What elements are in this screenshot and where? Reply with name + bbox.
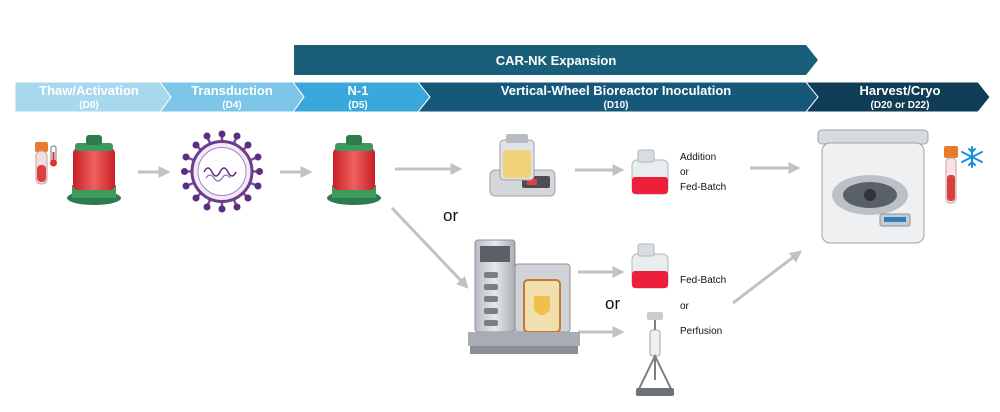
phase-title: Transduction [191,83,273,98]
expansion-label: CAR-NK Expansion [496,53,617,68]
arrow-perfusion-to-centrifuge [732,250,802,305]
stirrer-icon [489,134,556,197]
phase-thaw-activation: Thaw/Activation (D0) [14,81,172,113]
culture-flask-icon [631,243,669,289]
phase-day: (D0) [79,100,98,111]
phase-bioreactor-inoculation: Vertical-Wheel Bioreactor Inoculation (D… [416,81,819,113]
perfusion-stand-icon [635,312,675,396]
phase-title: Vertical-Wheel Bioreactor Inoculation [501,83,731,98]
label-addition: Addition [680,152,716,163]
label-fed-batch: Fed-Batch [680,275,726,286]
culture-bag-icon [67,135,121,205]
cryo-tube-icon [944,146,958,204]
label-or-large: or [443,206,458,225]
label-or-small: or [680,301,690,312]
phase-day: (D10) [603,100,628,111]
phase-transduction: Transduction (D4) [159,81,305,113]
bioreactor-icon [468,239,580,354]
phase-harvest-cryo: Harvest/Cryo (D20 or D22) [804,81,991,113]
blood-tube-icon [35,142,48,185]
flow-arrows [138,162,802,338]
centrifuge-icon [817,129,929,244]
culture-bag-icon [327,135,381,205]
phase-day: (D5) [348,100,367,111]
snowflake-icon [961,146,983,168]
label-perfusion: Perfusion [680,326,722,337]
expansion-banner: CAR-NK Expansion [294,45,818,75]
phase-day: (D4) [222,100,241,111]
phase-title: N-1 [348,83,369,98]
phase-title: Thaw/Activation [39,83,139,98]
phase-day: (D20 or D22) [871,100,930,111]
phase-timeline: Thaw/Activation (D0) Transduction (D4) N… [14,81,991,113]
arrow-n1-to-bioreactor [390,206,469,289]
culture-flask-icon [631,149,669,195]
phase-title: Harvest/Cryo [860,83,941,98]
thermometer-icon [50,145,57,167]
label-fed-batch: Fed-Batch [680,182,726,193]
label-or-large: or [605,294,620,313]
label-or-small: or [680,167,690,178]
virus-icon [181,130,263,213]
phase-n-1: N-1 (D5) [292,81,431,113]
